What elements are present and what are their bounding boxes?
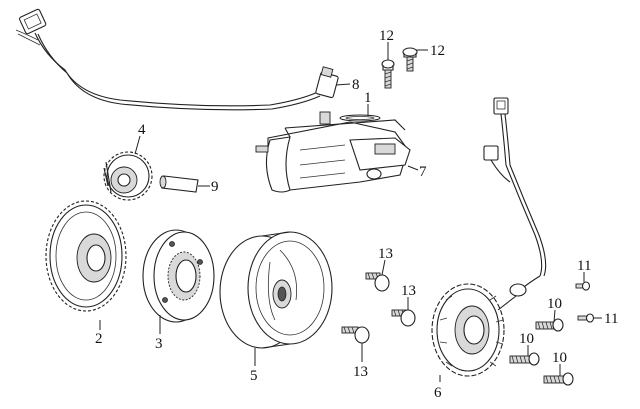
flywheel-5: [219, 231, 333, 349]
clutch-3: [142, 229, 215, 323]
starter-motor-7: [255, 111, 411, 193]
callout-8: 8: [352, 77, 360, 93]
callout-1: 1: [364, 90, 372, 106]
shaft-9: [159, 175, 199, 193]
callout-10a: 10: [547, 296, 562, 312]
bolt-13-middle: [391, 309, 416, 327]
bolt-10-b: [509, 352, 540, 366]
callout-10b: 10: [519, 331, 534, 347]
leader-lines: [99, 42, 602, 382]
screw-11-right: [577, 313, 595, 323]
bolt-10-a: [535, 318, 564, 332]
callout-12b: 12: [430, 43, 445, 59]
wire-harness-8: [15, 8, 339, 111]
bolt-13-bottom: [341, 326, 370, 344]
callout-3: 3: [155, 336, 163, 352]
screw-12-right: [402, 47, 418, 72]
callout-10c: 10: [552, 350, 567, 366]
callout-7: 7: [419, 164, 427, 180]
screw-12-left: [381, 59, 395, 89]
callout-9: 9: [211, 179, 219, 195]
callout-11a: 11: [577, 258, 591, 274]
screw-11-top: [575, 281, 591, 291]
callout-2: 2: [95, 331, 103, 347]
callout-4: 4: [138, 122, 146, 138]
ring-gear-2: [45, 200, 127, 312]
gear-4: [103, 151, 153, 201]
callout-6: 6: [434, 385, 442, 401]
callout-13c: 13: [353, 364, 368, 380]
oring-1: [339, 114, 381, 122]
callout-13a: 13: [378, 246, 393, 262]
callout-12a: 12: [379, 28, 394, 44]
bolt-13-top: [365, 272, 390, 292]
callout-5: 5: [250, 368, 258, 384]
stator-6: [431, 97, 547, 377]
callout-11b: 11: [604, 311, 618, 327]
callout-13b: 13: [401, 283, 416, 299]
bolt-10-c: [543, 372, 574, 386]
